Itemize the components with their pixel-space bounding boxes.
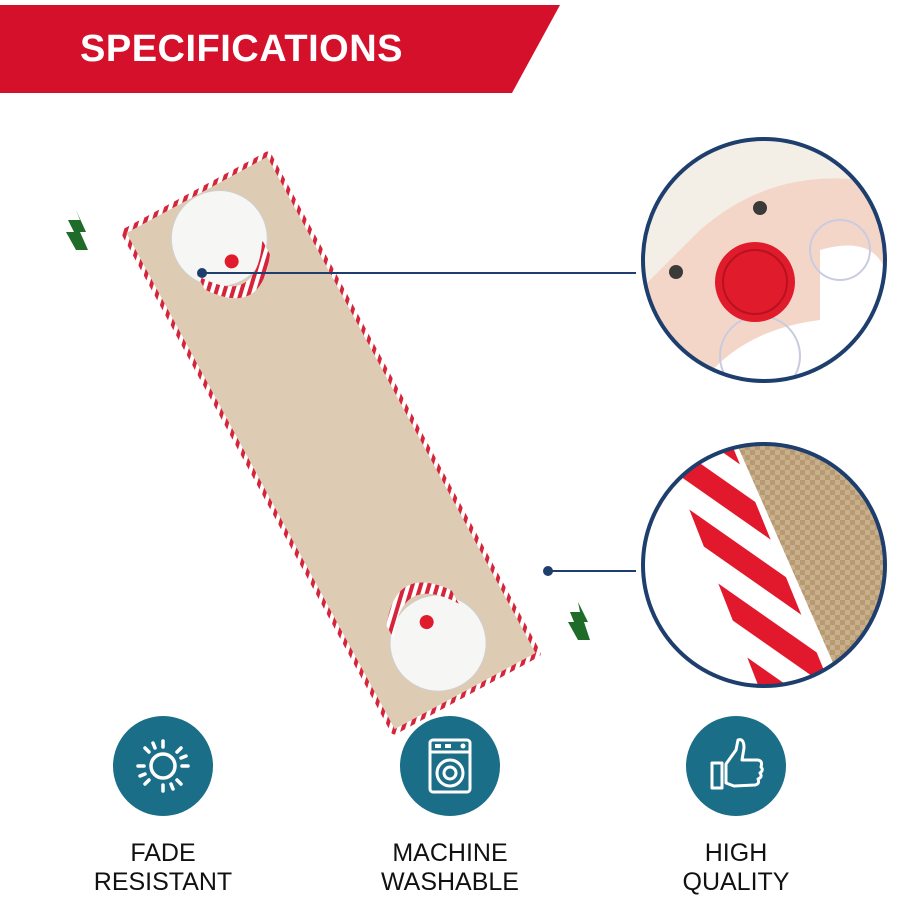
specifications-banner — [0, 5, 560, 93]
tree-icon — [568, 602, 590, 640]
fade-resistant-badge — [113, 716, 213, 816]
feature-line1: FADE — [130, 839, 196, 867]
santa-applique-bottom — [386, 582, 487, 692]
sun-icon — [136, 739, 190, 793]
feature-line2: QUALITY — [682, 868, 790, 896]
machine-washable-badge — [400, 716, 500, 816]
feature-line2: RESISTANT — [93, 868, 233, 896]
feature-line1: HIGH — [704, 839, 768, 867]
feature-label-machine-washable: MACHINE WASHABLE — [350, 839, 550, 897]
feature-label-fade-resistant: FADE RESISTANT — [63, 839, 263, 897]
banner-title: SPECIFICATIONS — [80, 28, 403, 70]
zoom-detail-trim — [643, 444, 885, 686]
high-quality-badge — [686, 716, 786, 816]
feature-line1: MACHINE — [392, 839, 508, 867]
washing-machine-icon — [428, 738, 472, 794]
tree-icon — [66, 210, 88, 250]
feature-line2: WASHABLE — [380, 868, 519, 896]
thumbs-up-icon — [710, 738, 764, 790]
santa-applique-top — [170, 190, 270, 299]
feature-label-high-quality: HIGH QUALITY — [636, 839, 836, 897]
